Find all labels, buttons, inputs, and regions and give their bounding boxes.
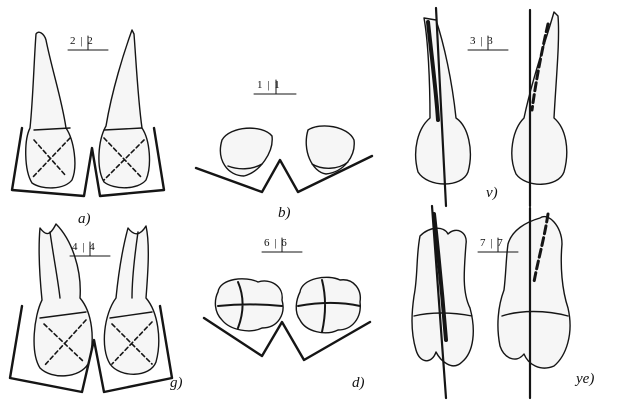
panel-a-right-tooth <box>99 30 150 188</box>
panel-b-drawing <box>196 126 372 192</box>
panel-d-caption: d) <box>352 376 365 391</box>
panel-b-formula: 1 | 1 <box>257 80 281 91</box>
panel-a-caption: a) <box>78 212 91 227</box>
panel-b-caption: b) <box>278 206 291 221</box>
panel-v-right-tooth <box>512 12 567 184</box>
panel-g-formula: 4 | 4 <box>72 242 96 253</box>
panel-a-drawing <box>12 30 164 196</box>
panel-v-caption: v) <box>486 186 498 201</box>
panel-ye-caption: ye) <box>576 372 594 387</box>
panel-d-formula: 6 | 6 <box>264 238 288 249</box>
panel-v-formula: 3 | 3 <box>470 36 494 47</box>
panel-a-left-tooth <box>26 32 75 188</box>
panel-d-drawing <box>204 277 370 360</box>
panel-a-formula: 2 | 2 <box>70 36 94 47</box>
panel-g-caption: g) <box>170 376 183 391</box>
panel-b-right-crown <box>306 126 354 174</box>
panel-g-right-tooth <box>104 226 158 374</box>
panel-ye-drawing <box>412 206 570 398</box>
panel-ye-right-molar <box>498 217 570 368</box>
panel-ye-formula: 7 | 7 <box>480 238 504 249</box>
